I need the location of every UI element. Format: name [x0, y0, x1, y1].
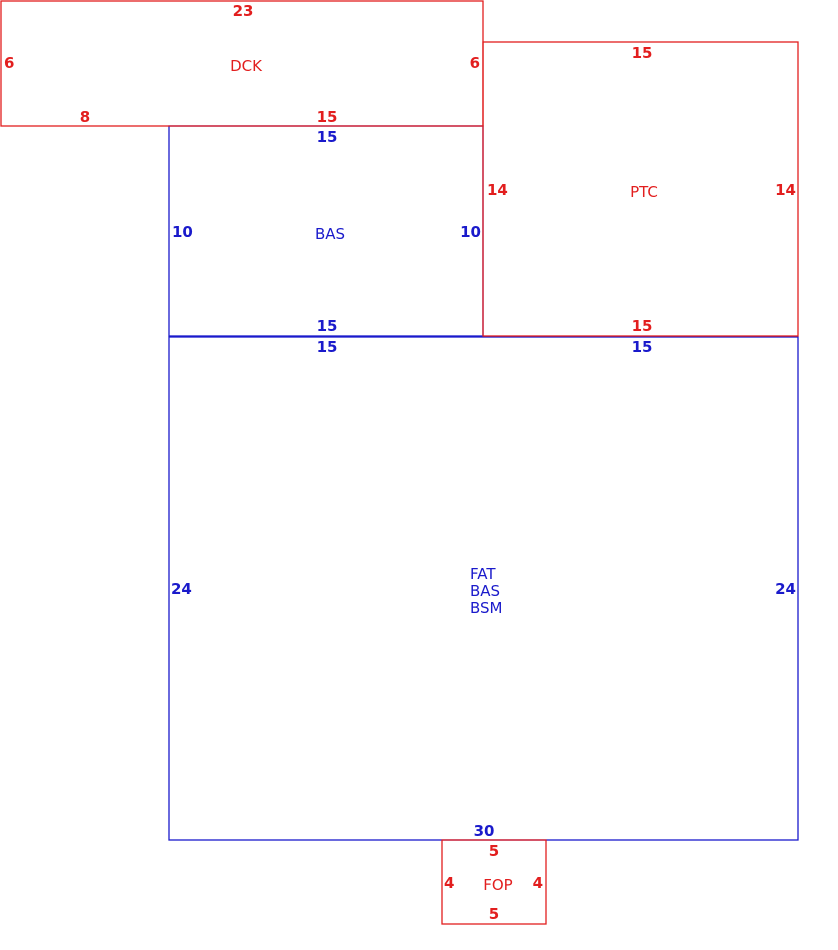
fat-top-left-dimension: 15 — [317, 338, 338, 356]
dck-bottom-left-dimension: 8 — [80, 108, 90, 126]
dck-label: DCK — [230, 57, 263, 75]
dck-top-dimension: 23 — [233, 2, 254, 20]
fat-right-dimension: 24 — [775, 580, 796, 598]
fat-bottom-dimension: 30 — [474, 822, 495, 840]
ptc-left-dimension: 14 — [487, 181, 508, 199]
fat-bsm-label: BSM — [470, 599, 503, 617]
bas-label: BAS — [315, 225, 345, 243]
fat-left-dimension: 24 — [171, 580, 192, 598]
bas-bottom-dimension: 15 — [317, 317, 338, 335]
ptc-bottom-dimension: 15 — [632, 317, 653, 335]
dck-area-outline — [0, 0, 484, 127]
ptc-area-outline — [482, 41, 799, 337]
dck-right-dimension: 6 — [470, 54, 480, 72]
fat-bas-label: BAS — [470, 582, 500, 600]
fop-right-dimension: 4 — [533, 874, 543, 892]
fop-label: FOP — [483, 876, 512, 894]
ptc-right-dimension: 14 — [775, 181, 796, 199]
ptc-top-dimension: 15 — [632, 44, 653, 62]
fop-area-outline — [441, 839, 547, 925]
fat-label: FAT — [470, 565, 496, 583]
dck-left-dimension: 6 — [4, 54, 14, 72]
fop-left-dimension: 4 — [444, 874, 454, 892]
bas-left-dimension: 10 — [172, 223, 193, 241]
bas-top-dimension: 15 — [317, 128, 338, 146]
dck-bottom-right-dimension: 15 — [317, 108, 338, 126]
ptc-label: PTC — [630, 183, 658, 201]
fop-bottom-dimension: 5 — [489, 905, 499, 923]
fop-top-dimension: 5 — [489, 842, 499, 860]
bas-right-dimension: 10 — [460, 223, 481, 241]
fat-top-right-dimension: 15 — [632, 338, 653, 356]
